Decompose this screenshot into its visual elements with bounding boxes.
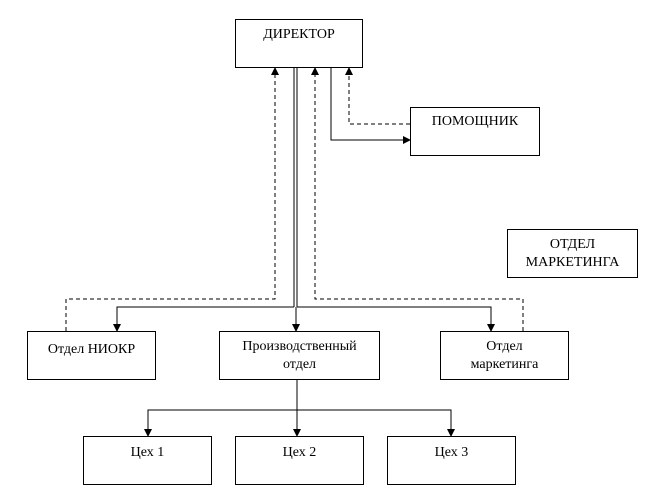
node-director: ДИРЕКТОР: [235, 19, 363, 68]
node-production: Производственный отдел: [219, 331, 380, 380]
node-assistant: ПОМОЩНИК: [410, 107, 540, 156]
node-shop1-label: Цех 1: [130, 444, 165, 460]
edge-marketing-director: [311, 67, 524, 331]
edge-niokr-director: [65, 67, 279, 331]
node-niokr-label: Отдел НИОКР: [47, 341, 136, 357]
node-shop2-label: Цех 2: [282, 444, 317, 460]
node-shop2: Цех 2: [235, 436, 364, 485]
edge-assistant-director: [345, 67, 410, 125]
edge-director-marketing: [297, 306, 495, 332]
edge-director-niokr: [113, 306, 294, 332]
node-production-label: Производственный отдел: [242, 338, 357, 372]
node-shop1: Цех 1: [83, 436, 212, 485]
node-assistant-label: ПОМОЩНИК: [431, 113, 519, 129]
edge-director-assistant: [330, 68, 411, 144]
edge-production-shop1: [144, 409, 297, 437]
node-marketing-label: Отдел маркетинга: [470, 338, 539, 372]
node-marketing: Отдел маркетинга: [440, 331, 569, 380]
node-niokr: Отдел НИОКР: [27, 331, 156, 380]
node-director-label: ДИРЕКТОР: [263, 26, 335, 42]
edge-production-shop3: [297, 409, 455, 437]
node-shop3: Цех 3: [387, 436, 516, 485]
node-marketing-standalone-label: ОТДЕЛ МАРКЕТИНГА: [525, 236, 620, 270]
node-marketing-standalone: ОТДЕЛ МАРКЕТИНГА: [507, 229, 638, 278]
node-shop3-label: Цех 3: [434, 444, 469, 460]
